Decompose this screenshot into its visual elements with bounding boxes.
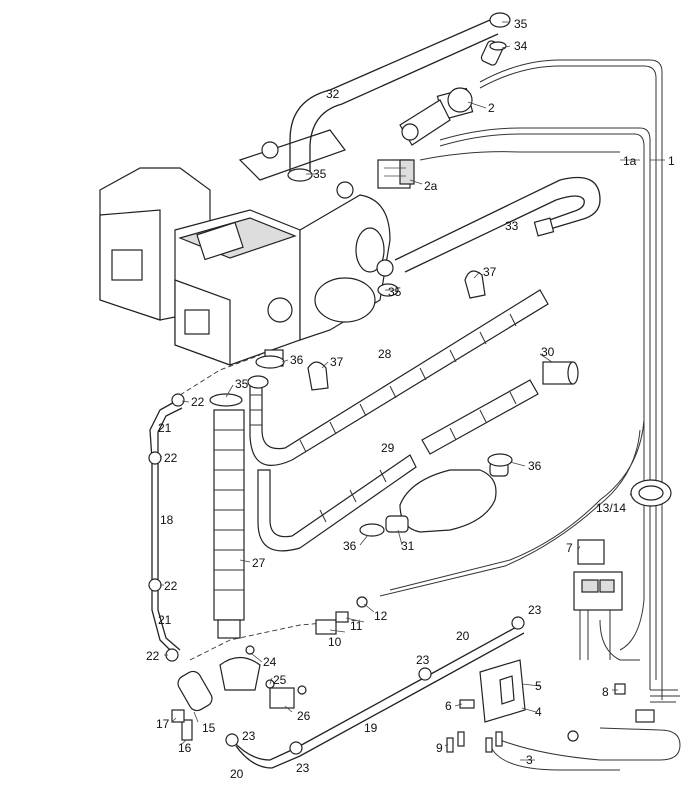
hose-29 bbox=[257, 379, 539, 552]
label-1: 1 bbox=[668, 154, 675, 168]
label-36-left: 36 bbox=[343, 539, 357, 553]
callout-labels: 35 34 32 2 1a 1 35 2a 33 37 35 30 28 36 … bbox=[146, 17, 675, 781]
intake-pipe-27 bbox=[209, 393, 245, 639]
connector-2 bbox=[399, 87, 474, 146]
label-22-d: 22 bbox=[146, 649, 160, 663]
label-34: 34 bbox=[514, 39, 528, 53]
clamp-35-top bbox=[489, 12, 511, 28]
relay-box bbox=[573, 539, 623, 611]
hose-33 bbox=[376, 176, 601, 297]
label-17: 17 bbox=[156, 717, 170, 731]
silencer-31 bbox=[359, 453, 513, 537]
label-18: 18 bbox=[160, 513, 174, 527]
label-23-pump: 23 bbox=[242, 729, 256, 743]
label-11: 11 bbox=[350, 619, 363, 633]
hose-28 bbox=[247, 289, 549, 466]
label-36-top: 36 bbox=[290, 353, 304, 367]
terminal-8 bbox=[614, 683, 680, 723]
label-12: 12 bbox=[374, 609, 388, 623]
label-1a: 1a bbox=[623, 154, 637, 168]
fuel-line-19-20 bbox=[225, 616, 525, 769]
label-13-14: 13/14 bbox=[596, 501, 626, 515]
label-22-c: 22 bbox=[164, 579, 178, 593]
label-37-left: 37 bbox=[330, 355, 344, 369]
fuel-pump bbox=[177, 619, 361, 712]
clamp-36-right bbox=[487, 453, 513, 467]
label-10: 10 bbox=[328, 635, 342, 649]
label-4: 4 bbox=[535, 705, 542, 719]
label-29: 29 bbox=[381, 441, 395, 455]
label-33: 33 bbox=[505, 219, 519, 233]
label-2a: 2a bbox=[424, 179, 438, 193]
label-19: 19 bbox=[364, 721, 378, 735]
label-35-right: 35 bbox=[388, 285, 402, 299]
leader-lines bbox=[159, 21, 665, 761]
clamp-35-left bbox=[209, 393, 243, 407]
label-26: 26 bbox=[297, 709, 311, 723]
label-3: 3 bbox=[526, 753, 533, 767]
terminals-3-9 bbox=[446, 731, 503, 753]
label-21-a: 21 bbox=[158, 421, 172, 435]
label-37-right: 37 bbox=[483, 265, 497, 279]
fuel-filter bbox=[171, 709, 193, 741]
label-35-mid: 35 bbox=[313, 167, 327, 181]
label-35-left: 35 bbox=[235, 377, 249, 391]
fuel-line bbox=[148, 354, 261, 662]
wiring-harness bbox=[379, 59, 681, 771]
clamp-36-top bbox=[255, 355, 285, 369]
hose-32 bbox=[287, 12, 511, 182]
label-21-b: 21 bbox=[158, 613, 172, 627]
label-7: 7 bbox=[566, 541, 573, 555]
label-22-a: 22 bbox=[191, 395, 205, 409]
clamp-35-mid bbox=[287, 168, 313, 182]
fuse-holder bbox=[459, 659, 526, 723]
label-23-right: 23 bbox=[528, 603, 542, 617]
label-36-right: 36 bbox=[528, 459, 542, 473]
label-22-b: 22 bbox=[164, 451, 178, 465]
pipe-stub-34 bbox=[480, 40, 507, 66]
label-20-mid: 20 bbox=[456, 629, 470, 643]
pipe-30 bbox=[542, 361, 579, 385]
label-28: 28 bbox=[378, 347, 392, 361]
label-2: 2 bbox=[488, 101, 495, 115]
clamps-37 bbox=[307, 270, 486, 391]
label-20-bottom: 20 bbox=[230, 767, 244, 781]
label-5: 5 bbox=[535, 679, 542, 693]
label-30: 30 bbox=[541, 345, 555, 359]
label-6: 6 bbox=[445, 699, 452, 713]
label-35-top: 35 bbox=[514, 17, 528, 31]
connector-2a bbox=[377, 159, 415, 189]
label-23-bottom: 23 bbox=[296, 761, 310, 775]
label-32: 32 bbox=[326, 87, 340, 101]
heater-unit bbox=[99, 129, 391, 367]
clamp-36-left bbox=[359, 523, 385, 537]
label-8: 8 bbox=[602, 685, 609, 699]
label-27: 27 bbox=[252, 556, 266, 570]
label-15: 15 bbox=[202, 721, 216, 735]
label-31: 31 bbox=[401, 539, 415, 553]
label-23-mid: 23 bbox=[416, 653, 430, 667]
label-16: 16 bbox=[178, 741, 192, 755]
label-24: 24 bbox=[263, 655, 277, 669]
label-25: 25 bbox=[273, 673, 287, 687]
label-9: 9 bbox=[436, 741, 443, 755]
